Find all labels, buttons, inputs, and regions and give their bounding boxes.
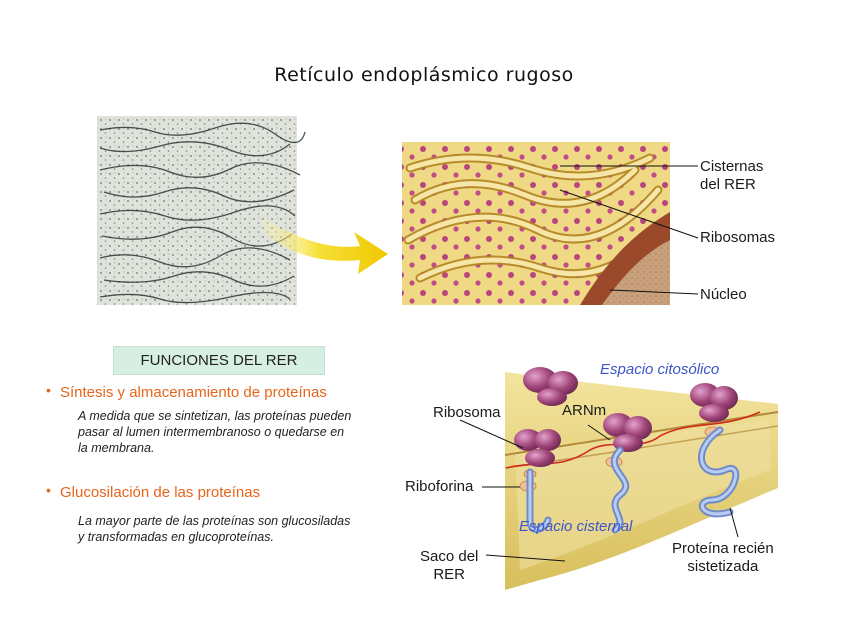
bullet-icon: • bbox=[46, 382, 51, 398]
function-description: La mayor parte de las proteínas son gluc… bbox=[78, 514, 351, 544]
function-description: A medida que se sintetizan, las proteína… bbox=[78, 409, 352, 455]
label-arnm: ARNm bbox=[562, 402, 607, 419]
bullet-icon: • bbox=[46, 482, 51, 498]
function-heading: Síntesis y almacenamiento de proteínas bbox=[60, 384, 327, 401]
function-heading: Glucosilación de las proteínas bbox=[60, 484, 261, 501]
label-nucleo: Núcleo bbox=[700, 286, 747, 303]
label-ribosomas: Ribosomas bbox=[700, 229, 776, 246]
rer-illustration bbox=[402, 142, 670, 305]
label-saco-rer: Saco del RER bbox=[420, 548, 479, 583]
label-cisternas: Cisternas del RER bbox=[700, 158, 764, 193]
label-ribosoma: Ribosoma bbox=[433, 404, 501, 421]
ribosome-icon bbox=[690, 383, 738, 422]
functions-header: FUNCIONES DEL RER bbox=[113, 346, 325, 375]
label-espacio-citosolico: Espacio citosólico bbox=[600, 361, 720, 378]
top-leader-lines bbox=[559, 165, 699, 295]
arrow-icon bbox=[262, 218, 388, 274]
ribosome-icon bbox=[523, 367, 578, 406]
label-riboforina: Riboforina bbox=[405, 478, 474, 495]
ribosome-icon bbox=[514, 429, 561, 467]
ribosome-diagram bbox=[504, 367, 779, 590]
label-proteina: Proteína recién sistetizada bbox=[672, 540, 774, 575]
micrograph-image bbox=[97, 116, 306, 305]
label-espacio-cisternal: Espacio cisternal bbox=[519, 518, 633, 535]
bottom-leader-lines bbox=[459, 419, 739, 562]
page-title: Retículo endoplásmico rugoso bbox=[274, 64, 574, 86]
